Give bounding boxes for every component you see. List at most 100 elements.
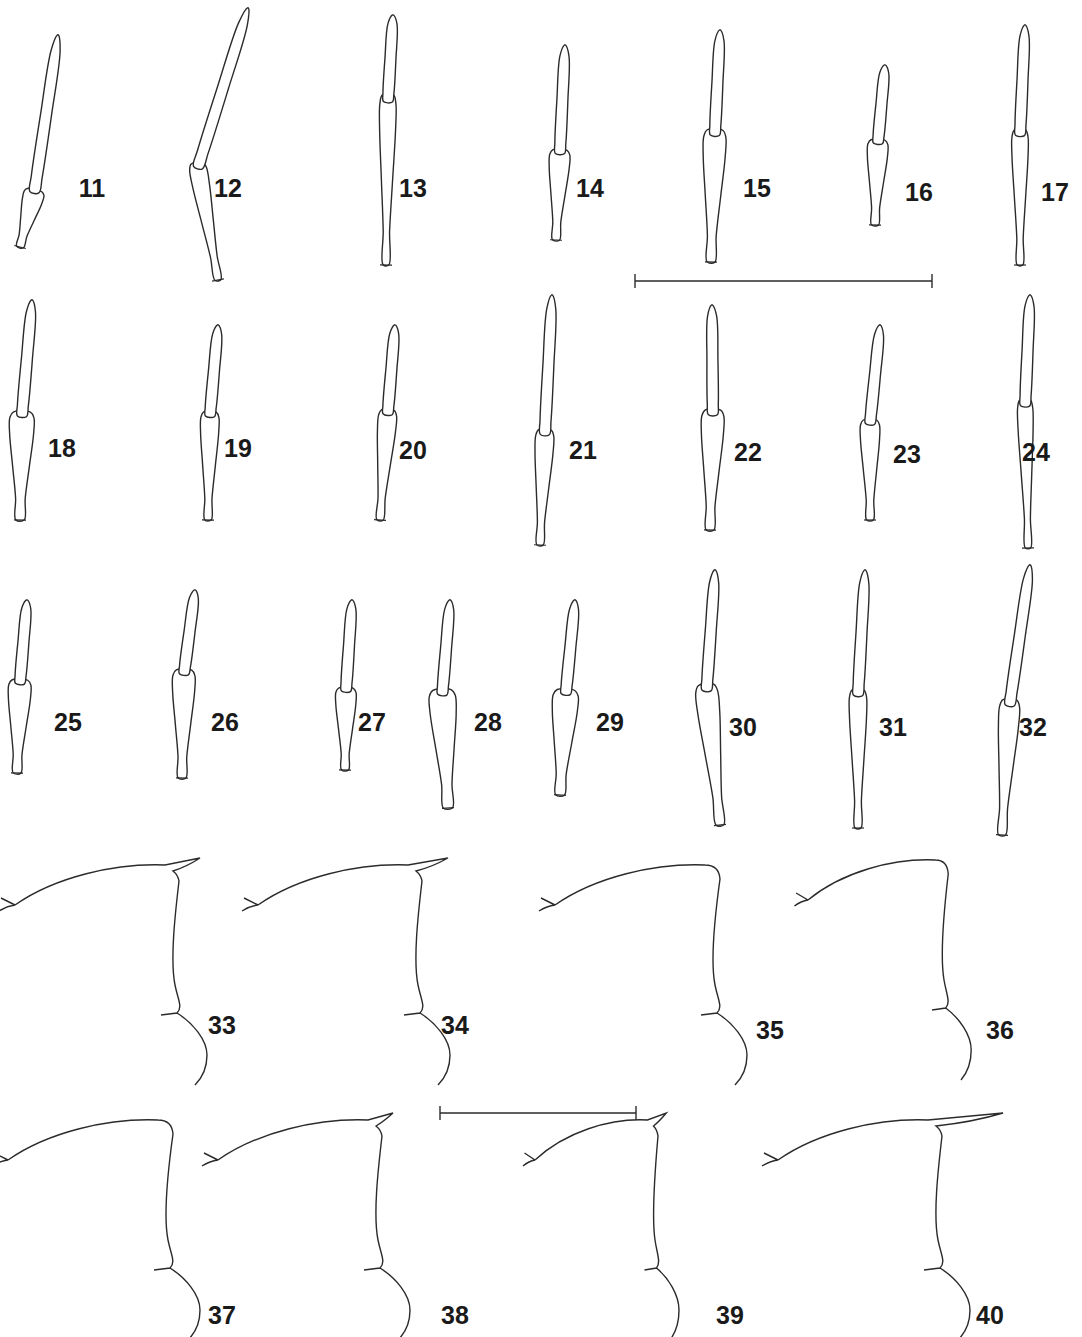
antenna-segment (429, 600, 456, 810)
segment-base (379, 94, 396, 266)
pronotum-outline (794, 860, 971, 1080)
segment-base (701, 409, 724, 532)
figure-number: 16 (905, 180, 933, 205)
segment-base (9, 411, 34, 522)
segment-distal (1004, 565, 1032, 707)
antenna-segment (379, 15, 397, 266)
antenna-segment (8, 600, 31, 774)
figure-number: 40 (976, 1303, 1004, 1328)
antenna-segment (200, 325, 222, 521)
figure-number: 34 (441, 1013, 469, 1038)
segment-base (867, 139, 888, 226)
segment-base (172, 669, 195, 779)
pronotum-outline (0, 1120, 200, 1337)
figure-number: 18 (48, 436, 76, 461)
segment-base (535, 429, 554, 546)
antenna-segment (1017, 295, 1034, 549)
segment-distal (873, 65, 889, 145)
scale-bar (440, 1106, 636, 1120)
antenna-segment (696, 570, 726, 826)
segment-base (376, 409, 397, 521)
segment-distal (383, 15, 398, 103)
figure-number: 32 (1019, 715, 1047, 740)
segment-foot (176, 777, 188, 778)
segment-base (335, 687, 356, 771)
figure-number: 38 (441, 1303, 469, 1328)
antenna-segment (335, 600, 356, 771)
figure-number: 17 (1041, 180, 1069, 205)
segment-base (549, 149, 570, 241)
segment-distal (539, 295, 556, 436)
segment-base (696, 683, 725, 826)
segment-distal (179, 590, 199, 676)
segment-foot (14, 519, 26, 520)
segment-base (849, 689, 867, 829)
segment-distal (341, 600, 357, 693)
antenna-segment (534, 295, 556, 546)
segment-foot (374, 519, 386, 521)
pronotum-outline (539, 865, 747, 1085)
segment-base (429, 688, 456, 809)
figure-number: 11 (79, 176, 105, 201)
figure-number: 35 (756, 1018, 784, 1043)
pronotum-outlines (0, 858, 1003, 1337)
segment-distal (17, 300, 36, 418)
figure-number: 22 (734, 440, 762, 465)
antenna-segment (703, 30, 726, 263)
figure-number: 14 (576, 176, 604, 201)
segment-foot (14, 245, 26, 248)
figure-number: 25 (54, 710, 82, 735)
antenna-segment (867, 65, 889, 226)
antenna-segment (860, 325, 884, 521)
figure-number: 21 (569, 438, 597, 463)
segment-base (16, 188, 44, 248)
figure-number: 27 (358, 710, 386, 735)
segment-distal (15, 600, 31, 685)
segment-base (1017, 399, 1033, 549)
segment-distal (205, 325, 222, 418)
figure-number: 29 (596, 710, 624, 735)
antenna-segment (1012, 25, 1030, 266)
segment-distal (865, 325, 884, 425)
antenna-segment (9, 300, 35, 521)
segment-distal (1015, 25, 1030, 137)
pronotum-outline (523, 1113, 679, 1337)
segment-foot (705, 261, 717, 263)
segment-foot (714, 824, 726, 825)
antenna-segment (172, 590, 198, 779)
segment-foot (550, 239, 562, 241)
figure-number: 31 (879, 715, 907, 740)
segment-distal (193, 8, 249, 170)
segment-base (552, 689, 578, 797)
segment-foot (704, 529, 716, 530)
segment-foot (1022, 547, 1034, 548)
segment-base (703, 129, 726, 264)
segment-distal (707, 305, 719, 416)
segment-foot (869, 224, 881, 226)
segment-base (997, 699, 1019, 837)
segment-foot (554, 794, 566, 796)
segment-base (1012, 129, 1029, 266)
figure-number: 26 (211, 710, 239, 735)
antenna-segment (190, 8, 249, 281)
antenna-segment (701, 305, 724, 531)
figure-number: 28 (474, 710, 502, 735)
figure-number: 36 (986, 1018, 1014, 1043)
figure-number: 30 (729, 715, 757, 740)
antenna-segment (552, 600, 579, 797)
figure-number: 13 (399, 176, 427, 201)
segment-distal (437, 600, 454, 696)
antenna-segment (996, 565, 1032, 836)
antenna-segment (849, 570, 869, 829)
segment-foot (534, 544, 546, 546)
segment-distal (382, 325, 399, 416)
segment-distal (701, 570, 719, 692)
antenna-segment (374, 325, 399, 521)
segment-foot (212, 279, 224, 281)
segment-base (200, 411, 219, 521)
pronotum-outline (0, 858, 207, 1085)
pronotum-outline (202, 1113, 410, 1337)
segment-foot (996, 834, 1008, 836)
figure-number: 12 (214, 176, 242, 201)
